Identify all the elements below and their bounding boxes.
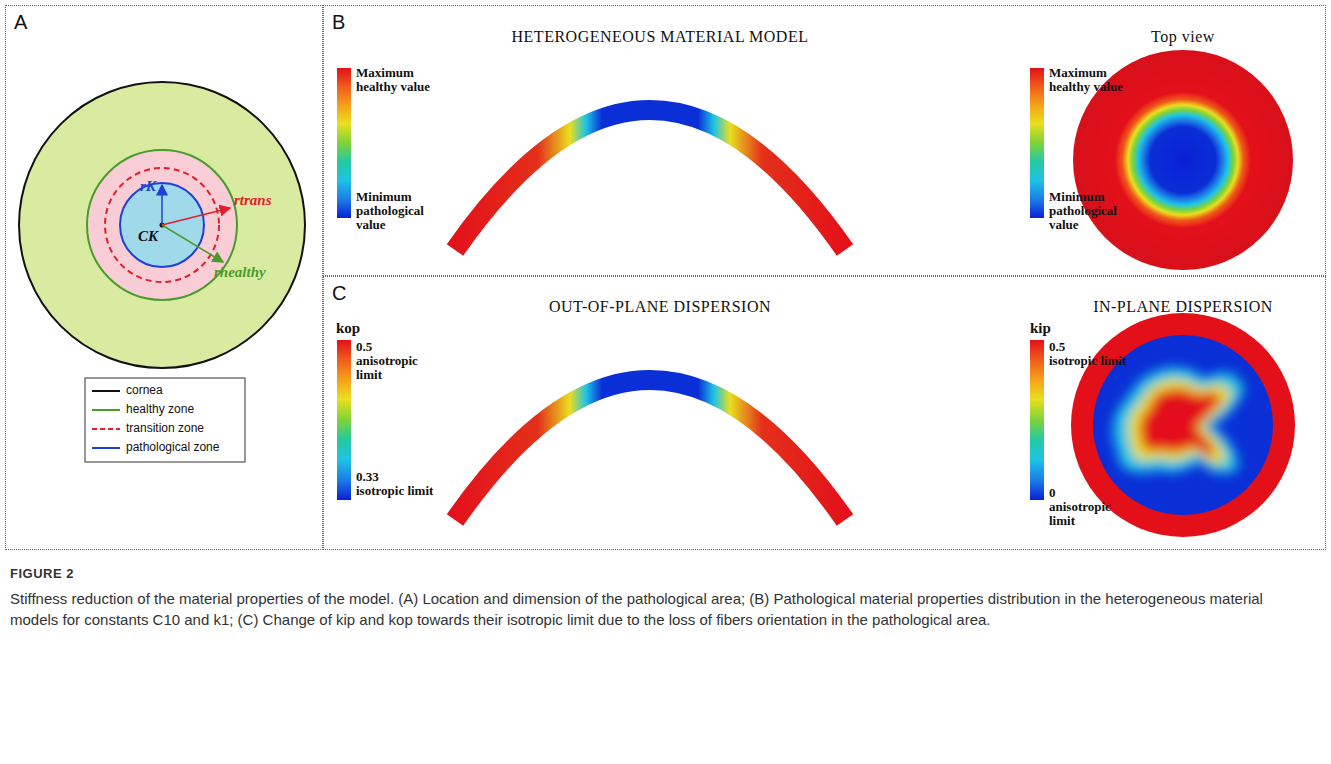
label: Top view — [1151, 28, 1215, 46]
panel-box: A — [5, 5, 323, 550]
label: 0.5 — [356, 340, 372, 354]
label: OUT-OF-PLANE DISPERSION — [549, 298, 771, 316]
label: isotropic limit — [1049, 354, 1129, 368]
label: Maximum healthy value — [1049, 66, 1129, 94]
label: IN-PLANE DISPERSION — [1093, 298, 1273, 316]
panel-letter: A — [14, 11, 27, 34]
panel-letter: C — [332, 282, 346, 305]
label: anisotropic limit — [1049, 500, 1129, 528]
label: Minimum pathological value — [356, 190, 446, 232]
label: rhealthy — [214, 264, 266, 281]
label: 0.33 — [356, 470, 379, 484]
label: kip — [1030, 320, 1051, 337]
label: rK — [140, 178, 156, 195]
label: HETEROGENEOUS MATERIAL MODEL — [512, 28, 809, 46]
figure-caption: Stiffness reduction of the material prop… — [10, 588, 1310, 630]
label: isotropic limit — [356, 484, 436, 498]
label: 0 — [1049, 486, 1056, 500]
label: Minimum pathological value — [1049, 190, 1139, 232]
legend-text: transition zone — [126, 421, 204, 435]
panel-box: C — [323, 276, 1326, 550]
figure-title: FIGURE 2 — [10, 566, 74, 581]
label: Maximum healthy value — [356, 66, 436, 94]
label: rtrans — [234, 192, 272, 209]
label: CK — [138, 228, 158, 245]
legend-text: healthy zone — [126, 402, 194, 416]
panel-box: B — [323, 5, 1326, 276]
label: anisotropic limit — [356, 354, 436, 382]
panel-letter: B — [332, 11, 345, 34]
label: 0.5 — [1049, 340, 1065, 354]
label: kop — [336, 320, 360, 337]
legend-text: pathological zone — [126, 440, 219, 454]
legend-text: cornea — [126, 383, 163, 397]
